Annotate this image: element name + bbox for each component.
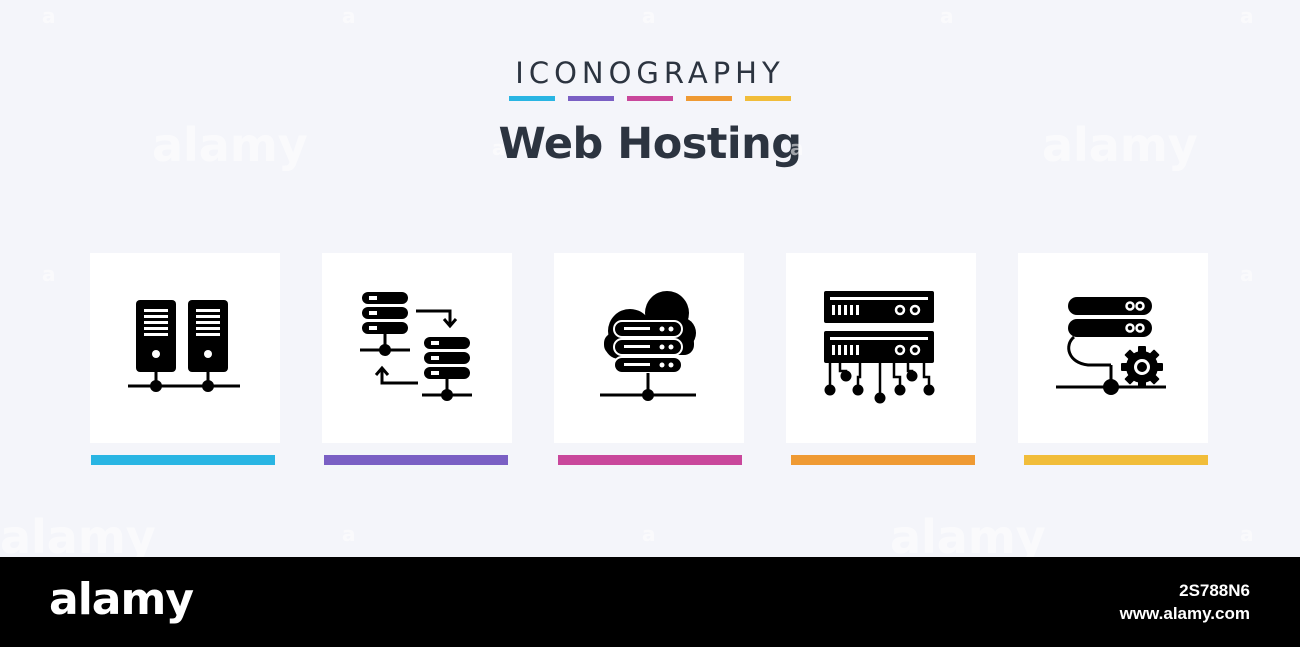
brand-bar-orange xyxy=(686,96,732,101)
watermark-small: a xyxy=(1240,522,1254,546)
watermark: alamy xyxy=(1042,118,1198,172)
watermark-small: a xyxy=(790,136,804,160)
card-accent-bar-4 xyxy=(791,455,975,465)
watermark-small: a xyxy=(642,4,656,28)
icon-card-2 xyxy=(322,253,512,443)
footer-banner: alamy 2S788N6 www.alamy.com xyxy=(0,557,1300,647)
icon-card-1 xyxy=(90,253,280,443)
watermark-small: a xyxy=(1240,262,1254,286)
watermark: alamy xyxy=(0,510,156,564)
watermark-small: a xyxy=(42,262,56,286)
card-accent-bar-5 xyxy=(1024,455,1208,465)
card-accent-bar-1 xyxy=(91,455,275,465)
brand-title: ICONOGRAPHY xyxy=(515,56,785,90)
icon-card-4 xyxy=(786,253,976,443)
icon-card-3 xyxy=(554,253,744,443)
watermark-small: a xyxy=(642,522,656,546)
page-title: Web Hosting xyxy=(498,119,802,169)
watermark-small: a xyxy=(492,136,506,160)
image-id: 2S788N6 xyxy=(1179,581,1250,600)
brand-bar-purple xyxy=(568,96,614,101)
icon-card-5 xyxy=(1018,253,1208,443)
watermark-small: a xyxy=(940,4,954,28)
watermark-small: a xyxy=(342,4,356,28)
brand-bar-blue xyxy=(509,96,555,101)
brand-bar-magenta xyxy=(627,96,673,101)
watermark: alamy xyxy=(152,118,308,172)
server-rack-connections-icon xyxy=(824,291,935,404)
brand-bar-yellow xyxy=(745,96,791,101)
footer-url[interactable]: www.alamy.com xyxy=(1119,604,1250,623)
watermark-small: a xyxy=(342,522,356,546)
card-accent-bar-2 xyxy=(324,455,508,465)
watermark-small: a xyxy=(42,4,56,28)
twin-server-towers-network-icon xyxy=(128,300,240,392)
footer-logo: alamy xyxy=(49,574,194,625)
watermark: alamy xyxy=(890,510,1046,564)
server-settings-gear-icon xyxy=(1056,297,1166,395)
watermark-small: a xyxy=(1240,4,1254,28)
brand-color-bars xyxy=(509,96,791,101)
database-sync-transfer-icon xyxy=(360,292,472,401)
card-accent-bar-3 xyxy=(558,455,742,465)
cloud-server-icon xyxy=(600,291,696,401)
